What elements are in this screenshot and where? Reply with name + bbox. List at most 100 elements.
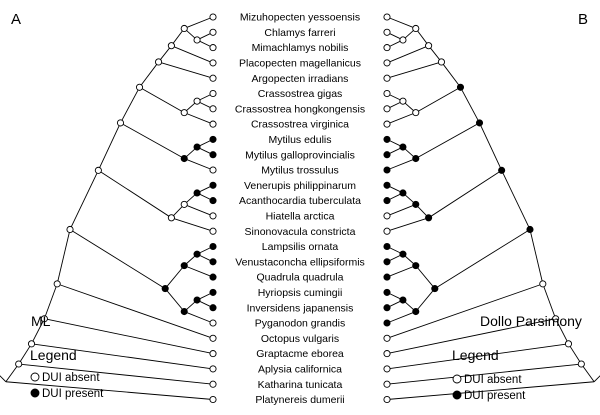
- taxon-label: Quadrula quadrula: [257, 272, 344, 284]
- tree-edge: [386, 204, 416, 217]
- taxon-label: Katharina tunicata: [258, 379, 343, 391]
- tip-state-marker: [383, 74, 391, 82]
- filled-circle-icon: [30, 388, 40, 398]
- ancestral-state-marker: [399, 143, 407, 151]
- tree-edge: [386, 16, 416, 29]
- tip-state-marker: [383, 242, 391, 251]
- tree-edge: [120, 122, 185, 159]
- ancestral-state-marker: [193, 189, 201, 197]
- tree-edge: [164, 288, 185, 312]
- tree-edge: [580, 363, 595, 383]
- tree-edge: [415, 122, 480, 159]
- ancestral-state-marker: [40, 315, 48, 323]
- panel-letter-a: A: [11, 11, 21, 28]
- ancestral-state-marker: [167, 214, 175, 222]
- tree-edge: [386, 381, 595, 400]
- tip-state-marker: [209, 273, 217, 281]
- ancestral-state-marker: [15, 360, 23, 368]
- ancestral-state-marker: [498, 166, 506, 174]
- ancestral-state-marker: [193, 296, 201, 304]
- root-stem: [593, 375, 600, 383]
- taxon-label: Mytilus trossulus: [261, 165, 339, 177]
- ancestral-state-marker: [456, 83, 465, 91]
- tip-state-marker: [209, 44, 217, 52]
- ml-tree: [0, 13, 217, 404]
- tree-edge: [542, 283, 557, 319]
- tree-edge: [43, 283, 58, 319]
- tip-state-marker: [383, 288, 391, 296]
- tip-state-marker: [383, 334, 391, 342]
- tip-state-marker: [383, 350, 391, 358]
- taxon-label: Inversidens japanensis: [247, 302, 354, 314]
- tip-state-marker: [209, 304, 217, 312]
- ancestral-state-marker: [475, 119, 484, 127]
- tree-edge: [529, 229, 544, 284]
- tip-state-marker: [209, 350, 217, 358]
- legend-left: Legend DUI absent DUI present: [30, 347, 104, 400]
- ancestral-state-marker: [399, 296, 407, 304]
- tip-state-marker: [383, 135, 391, 143]
- root-stem: [0, 375, 7, 383]
- tree-edge: [184, 112, 214, 125]
- taxon-label: Pyganodon grandis: [255, 318, 346, 330]
- tree-edge: [171, 217, 214, 232]
- tree-edge: [31, 343, 214, 370]
- tree-edge: [479, 122, 503, 171]
- open-circle-icon: [452, 374, 462, 384]
- filled-circle-icon: [452, 390, 462, 400]
- legend-absent-label: DUI absent: [464, 374, 522, 386]
- tip-state-marker: [209, 135, 217, 143]
- legend-title: Legend: [452, 347, 499, 363]
- legend-title: Legend: [30, 347, 77, 363]
- tree-edge: [434, 229, 531, 289]
- tree-edge: [386, 61, 442, 79]
- tip-state-marker: [383, 13, 391, 21]
- taxon-label: Crassostrea hongkongensis: [235, 103, 365, 115]
- taxon-label: Crassostrea gigas: [258, 88, 343, 100]
- ancestral-state-marker: [412, 307, 420, 316]
- ancestral-state-marker: [577, 360, 585, 368]
- tip-state-marker: [383, 28, 391, 36]
- tree-edge: [44, 318, 214, 355]
- tip-state-marker: [209, 380, 217, 388]
- tip-state-marker: [209, 197, 217, 205]
- ancestral-state-marker: [412, 24, 420, 33]
- tip-state-marker: [383, 258, 391, 266]
- ancestral-state-marker: [135, 83, 144, 91]
- tree-edge: [386, 217, 429, 232]
- tip-state-marker: [209, 288, 217, 296]
- tip-state-marker: [383, 380, 391, 388]
- ancestral-state-marker: [27, 340, 36, 348]
- tree-edge: [415, 28, 429, 46]
- ancestral-state-marker: [180, 200, 188, 208]
- tip-state-marker: [383, 89, 391, 98]
- tip-state-marker: [383, 151, 391, 159]
- ancestral-state-marker: [193, 97, 201, 105]
- ancestral-state-marker: [564, 340, 573, 348]
- ancestral-state-marker: [526, 225, 534, 234]
- ancestral-state-marker: [412, 109, 420, 117]
- ancestral-state-marker: [399, 97, 407, 105]
- tip-state-marker: [209, 74, 217, 82]
- tip-state-marker: [209, 365, 217, 373]
- ancestral-state-marker: [180, 24, 188, 33]
- ancestral-state-marker: [180, 109, 188, 117]
- tree-edge: [555, 318, 569, 345]
- legend-present-label: DUI present: [464, 390, 526, 402]
- tip-state-marker: [383, 395, 391, 404]
- ancestral-state-marker: [180, 154, 188, 163]
- tree-edge: [441, 61, 461, 88]
- taxon-label: Sinonovacula constricta: [245, 226, 356, 238]
- tip-state-marker: [383, 120, 391, 128]
- ancestral-state-marker: [180, 262, 188, 270]
- tree-edge: [69, 229, 166, 289]
- taxon-label: Mimachlamys nobilis: [252, 42, 349, 54]
- tip-state-marker: [209, 258, 217, 266]
- tip-state-marker: [209, 319, 217, 327]
- ancestral-state-marker: [399, 189, 407, 197]
- tree-edge: [386, 343, 569, 370]
- ancestral-state-marker: [180, 307, 188, 316]
- tip-state-marker: [383, 319, 391, 327]
- tree-edge: [501, 170, 531, 230]
